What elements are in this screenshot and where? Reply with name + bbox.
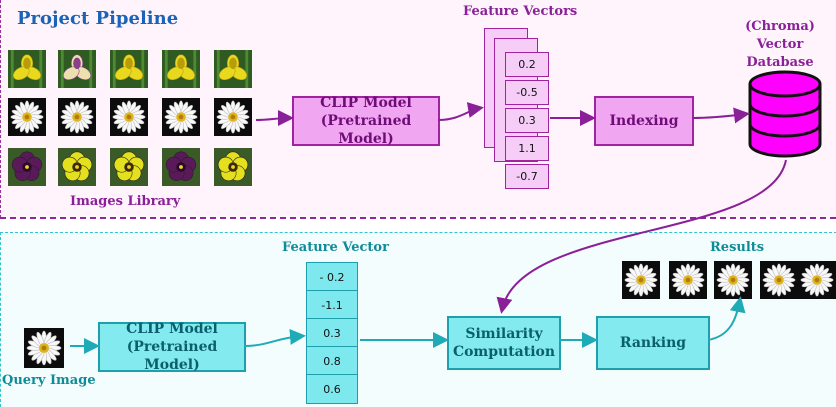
clip-model-top-subtitle: (Pretrained Model) bbox=[320, 113, 412, 147]
library-image bbox=[110, 148, 148, 186]
ranking-label: Ranking bbox=[619, 335, 687, 351]
result-image bbox=[760, 261, 798, 299]
iris-yellow-image bbox=[110, 50, 148, 88]
daisy-white-image bbox=[760, 261, 798, 299]
library-image bbox=[8, 50, 46, 88]
database-label: (Chroma) Vector Database bbox=[730, 18, 830, 72]
query-image bbox=[24, 328, 64, 368]
results-label: Results bbox=[710, 240, 765, 255]
database-label-line2: Vector bbox=[756, 37, 804, 52]
iris-purple-image bbox=[58, 50, 96, 88]
clip-model-bottom-subtitle: (Pretrained Model) bbox=[126, 339, 218, 373]
daisy-white-image bbox=[8, 98, 46, 136]
library-image bbox=[8, 98, 46, 136]
feature-vector-cell: 0.3 bbox=[505, 108, 549, 133]
iris-yellow-image bbox=[8, 50, 46, 88]
daisy-white-image bbox=[162, 98, 200, 136]
daisy-white-image bbox=[669, 261, 707, 299]
library-image bbox=[162, 98, 200, 136]
similarity-box: Similarity Computation bbox=[447, 316, 561, 370]
query-vector-cell: 0.8 bbox=[306, 346, 358, 376]
feature-vectors-label: Feature Vectors bbox=[463, 4, 578, 19]
daisy-white-image bbox=[58, 98, 96, 136]
daisy-white-image bbox=[798, 261, 836, 299]
feature-vector-cell: -0.5 bbox=[505, 80, 549, 105]
indexing-box: Indexing bbox=[594, 96, 694, 146]
similarity-title: Similarity bbox=[465, 326, 543, 342]
iris-yellow-image bbox=[214, 50, 252, 88]
clip-model-top-title: CLIP Model bbox=[320, 95, 412, 111]
query-vector-cell: 0.6 bbox=[306, 374, 358, 404]
pansy-yellow-image bbox=[58, 148, 96, 186]
clip-model-bottom-title: CLIP Model bbox=[126, 321, 218, 337]
daisy-white-image bbox=[110, 98, 148, 136]
pansy-purple-image bbox=[162, 148, 200, 186]
daisy-white-image bbox=[714, 261, 752, 299]
ranking-box: Ranking bbox=[596, 316, 710, 370]
query-vector-cell: -1.1 bbox=[306, 290, 358, 320]
daisy-white-image bbox=[214, 98, 252, 136]
pansy-yellow-image bbox=[214, 148, 252, 186]
library-image bbox=[214, 50, 252, 88]
query-vector-cell: 0.3 bbox=[306, 318, 358, 348]
result-image bbox=[622, 261, 660, 299]
section-divider bbox=[0, 217, 836, 219]
query-vector-cell: - 0.2 bbox=[306, 262, 358, 292]
library-image bbox=[214, 148, 252, 186]
feature-vector-cell: 0.2 bbox=[505, 52, 549, 77]
library-image bbox=[8, 148, 46, 186]
result-image bbox=[714, 261, 752, 299]
result-image bbox=[798, 261, 836, 299]
library-image bbox=[214, 98, 252, 136]
iris-yellow-image bbox=[162, 50, 200, 88]
similarity-subtitle: Computation bbox=[452, 344, 556, 360]
pansy-yellow-image bbox=[110, 148, 148, 186]
library-image bbox=[58, 148, 96, 186]
library-image bbox=[110, 50, 148, 88]
library-image bbox=[110, 98, 148, 136]
database-label-line3: Database bbox=[746, 55, 814, 70]
feature-vector-label: Feature Vector bbox=[282, 240, 389, 255]
query-image-label: Query Image bbox=[2, 373, 96, 388]
feature-vector-cell: 1.1 bbox=[505, 136, 549, 161]
library-image bbox=[162, 148, 200, 186]
daisy-white-image bbox=[622, 261, 660, 299]
page-title: Project Pipeline bbox=[17, 8, 179, 29]
library-image bbox=[162, 50, 200, 88]
clip-model-bottom-box: CLIP Model (Pretrained Model) bbox=[98, 321, 246, 373]
library-image bbox=[58, 50, 96, 88]
feature-vector-cell: -0.7 bbox=[505, 164, 549, 189]
pansy-purple-image bbox=[8, 148, 46, 186]
clip-model-top-box: CLIP Model (Pretrained Model) bbox=[292, 95, 440, 147]
library-image bbox=[58, 98, 96, 136]
indexing-label: Indexing bbox=[609, 113, 679, 129]
images-library-label: Images Library bbox=[70, 194, 181, 209]
result-image bbox=[669, 261, 707, 299]
daisy-white-image bbox=[24, 328, 64, 368]
database-label-line1: (Chroma) bbox=[745, 19, 815, 34]
